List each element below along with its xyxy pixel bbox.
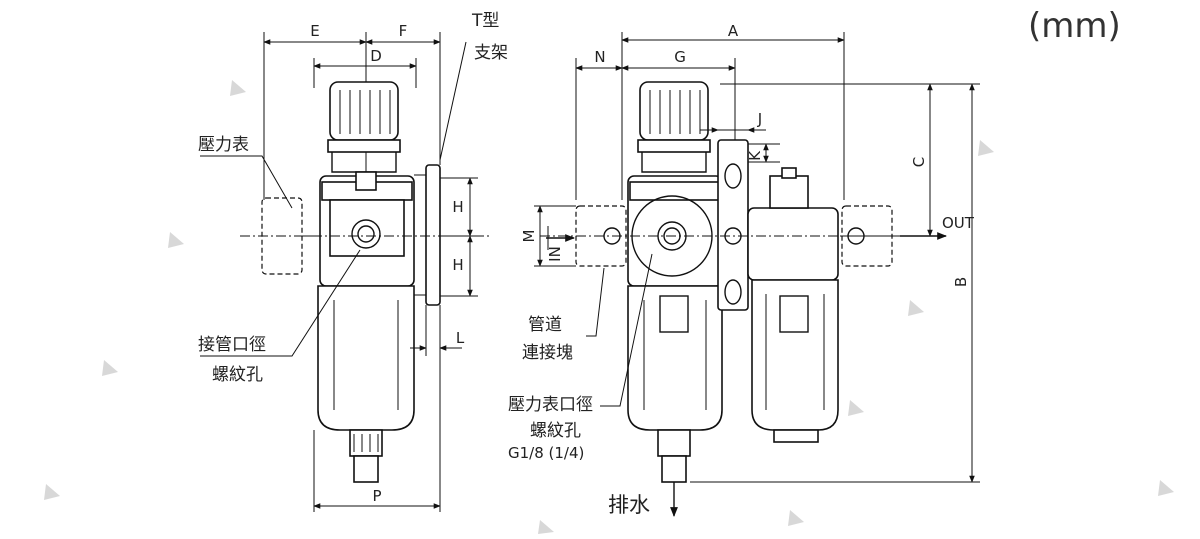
left-view: E F D H H L P T型 支架 壓力表 接管口徑 螺紋孔: [198, 11, 508, 512]
out-label: OUT: [942, 214, 975, 232]
dim-h-lower-label: H: [452, 256, 463, 274]
dim-g-label: G: [674, 48, 686, 66]
gauge-port-size: G1/8 (1/4): [508, 444, 584, 462]
bracket-label-line1: T型: [471, 11, 499, 31]
port-label-line1: 接管口徑: [198, 335, 266, 355]
dim-p-label: P: [372, 487, 381, 505]
dim-h-upper-label: H: [452, 198, 463, 216]
dim-j-label: J: [757, 110, 762, 128]
drain-label: 排水: [608, 493, 650, 517]
gauge-port-label-line2: 螺紋孔: [530, 421, 581, 441]
dim-l-label: L: [456, 329, 465, 347]
dim-a-label: A: [728, 22, 739, 40]
port-label-line2: 螺紋孔: [212, 365, 263, 385]
dim-b-label: B: [952, 277, 970, 287]
dim-e-label: E: [310, 22, 319, 40]
in-label: IN: [546, 246, 564, 262]
spacer-label-line2: 連接塊: [522, 343, 573, 363]
spacer-label-line1: 管道: [528, 315, 562, 335]
dim-d-label: D: [370, 47, 382, 65]
gauge-port-label-line1: 壓力表口徑: [508, 395, 593, 415]
dim-m-label: M: [520, 230, 538, 243]
right-view: A N G J K C B M IN OUT 管道 連接塊 壓力表口徑 螺紋孔 …: [508, 22, 980, 517]
unit-label: (mm): [1028, 6, 1121, 46]
dim-k-label: K: [746, 150, 764, 161]
dim-f-label: F: [399, 22, 408, 40]
gauge-label: 壓力表: [198, 135, 249, 155]
watermark: [44, 80, 1174, 534]
dim-n-label: N: [594, 48, 605, 66]
bracket-label-line2: 支架: [474, 43, 508, 63]
dim-c-label: C: [910, 157, 928, 167]
